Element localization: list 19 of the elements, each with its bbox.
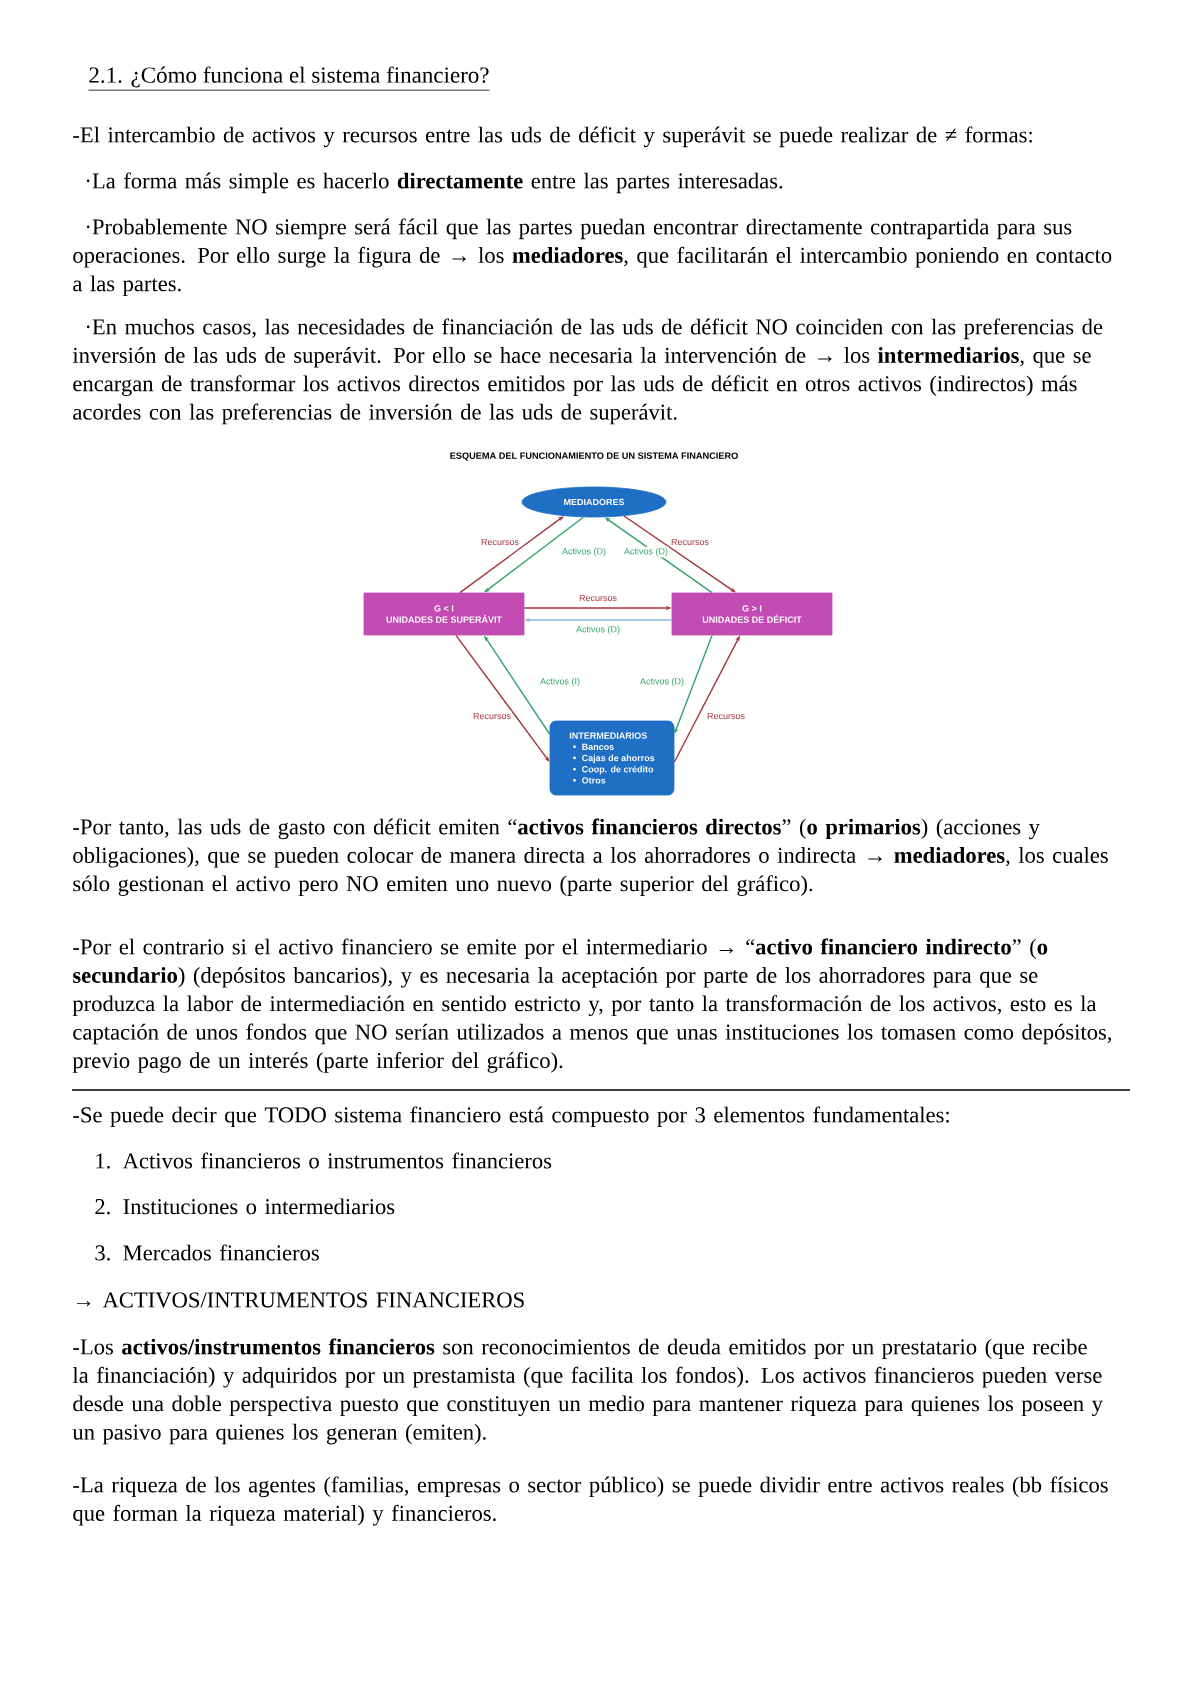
arrow [484,516,585,593]
paragraph: -El intercambio de activos y recursos entre las uds de déficit y superávit se puede realizar de ≠ formas: [73,126,1032,148]
paragraph: 2. Instituciones o intermediarios [95,1198,395,1215]
paragraph: -La riqueza de los agentes (familias, empresas o sector público) se puede dividir entre activos reales (bb físicos que forman la riqueza material) y financieros. [73,1476,1108,1526]
heading: 2.1. ¿Cómo funciona el sistema financiero? [88,66,490,91]
paragraph: -Por tanto, las uds de gasto con déficit emiten “activos financieros directos” (o primarios) (acciones y obligaciones), que se pueden colocar de manera directa a los ahorradores o indirecta → mediadores, los cuales sólo gestionan el activo pero NO emiten uno nuevo (parte superior del gráfico). [73,818,1108,896]
paragraph: -Se puede decir que TODO sistema financiero está compuesto por 3 elementos fundamentales: [73,1106,949,1128]
paragraph: → ACTIVOS/INTRUMENTOS FINANCIEROS [77,1292,524,1308]
paragraph: ·La forma más simple es hacerlo directamente entre las partes interesadas. [86,172,783,194]
arrow [623,515,736,593]
paragraph: ·En muchos casos, las necesidades de financiación de las uds de déficit NO coinciden con las preferencias de inversión de las uds de superávit. Por ello se hace necesaria la intervención de → los intermediarios, que se encargan de transformar los activos directos emitidos por las uds de déficit en otros activos (indirectos) más acordes con las preferencias de inversión de las uds de superávit. [72,318,1103,425]
paragraph: 1. Activos financieros o instrumentos financieros [96,1152,552,1169]
paragraph: -Los activos/instrumentos financieros son reconocimientos de deuda emitidos por un prestatario (que recibe la financiación) y adquiridos por un prestamista (que facilita los fondos). Los activos financieros pueden verse desde una doble perspectiva puesto que constituyen un medio para mantener riqueza para quienes los poseen y un pasivo para quienes los generan (emiten). [72,1338,1103,1445]
arrow [455,634,550,762]
arrow [459,516,564,594]
paragraph: 3. Mercados financieros [95,1244,319,1261]
paragraph: ·Probablemente NO siempre será fácil que las partes puedan encontrar directamente contrapartida para sus operaciones. Por ello surge la figura de → los mediadores, que facilitarán el intercambio poniendo en contacto a las partes. [73,218,1112,296]
arrow [674,634,713,734]
paragraph: -Por el contrario si el activo financiero se emite por el intermediario → “activo financiero indirecto” (o secundario) (depósitos bancarios), y es necesaria la aceptación por parte de los ahorradores para que se produzca la labor de intermediación en sentido estricto y, por tanto la transformación de los activos, esto es la captación de unos fondos que NO serían utilizados a menos que unas instituciones los tomasen como depósitos, previo pago de un interés (parte inferior del gráfico). [72,938,1112,1073]
